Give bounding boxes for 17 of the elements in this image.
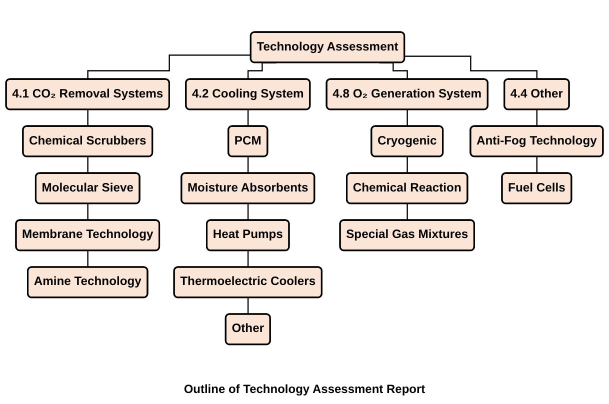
connector [536, 108, 538, 127]
connector [87, 250, 89, 268]
connector [247, 296, 249, 315]
connector [404, 55, 538, 80]
connector [87, 54, 252, 80]
connector [536, 156, 538, 174]
connector [406, 108, 408, 127]
connector [87, 156, 89, 174]
connector [247, 202, 249, 221]
connector [87, 108, 89, 127]
connector [406, 202, 408, 221]
connector [247, 250, 249, 268]
connector [406, 156, 408, 174]
connector [87, 202, 89, 221]
connector [247, 108, 249, 127]
caption: Outline of Technology Assessment Report [184, 382, 426, 396]
connector [247, 156, 249, 174]
